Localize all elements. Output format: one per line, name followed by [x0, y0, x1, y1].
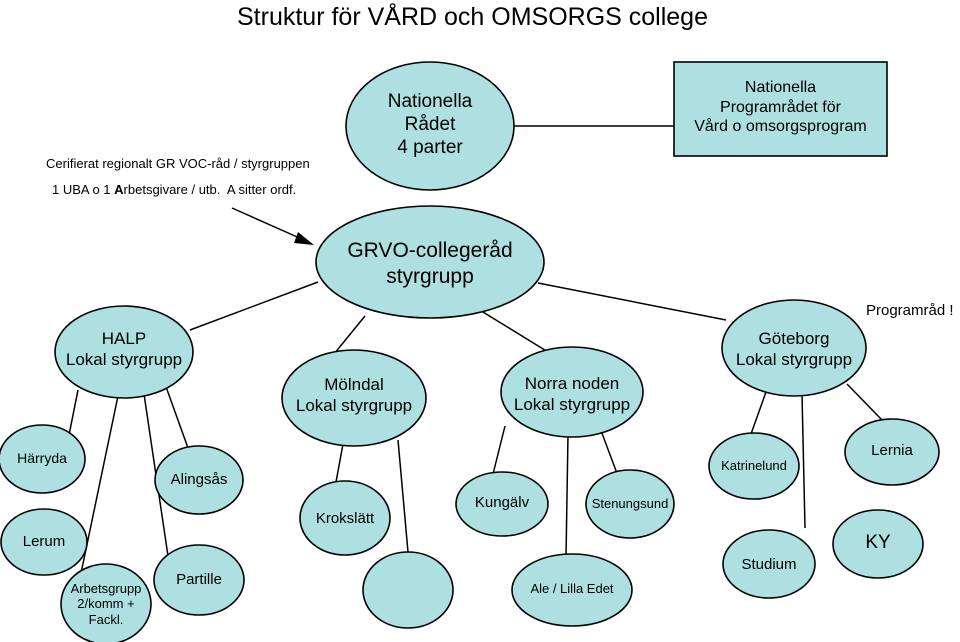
node-lernia: [844, 418, 940, 486]
node-grvo: [315, 205, 545, 319]
connector-lines: [67, 125, 883, 579]
node-programradet: [673, 61, 888, 157]
node-kungalv: [455, 471, 549, 537]
node-krokslatt: [299, 480, 391, 556]
label-studium: Studium: [741, 556, 797, 573]
arrow-line: [231, 207, 305, 241]
node-goteborg: [721, 299, 867, 397]
node-partille: [153, 544, 245, 616]
page-title: Struktur för VÅRD och OMSORGS college: [237, 3, 708, 31]
node-harryda: [0, 424, 86, 494]
line-halp-alingsas: [164, 383, 189, 449]
note-certified: Cerifierat regionalt GR VOC-råd / styrgr…: [46, 156, 310, 171]
line-grvo-goteborg: [537, 282, 727, 321]
line-goteborg-lernia: [846, 383, 883, 421]
line-norra-kungalv: [492, 425, 506, 475]
node-ky: [832, 509, 924, 579]
line-goteborg-katrinelund: [750, 391, 767, 435]
node-molndal: [281, 349, 427, 447]
node-alingsas: [154, 445, 244, 515]
node-nationella-radet: [345, 61, 515, 191]
line-grvo-halp: [189, 281, 319, 331]
line-molndal-empty: [397, 439, 409, 553]
label-ky: KY: [865, 532, 891, 553]
node-katrinelund: [708, 432, 800, 500]
note-uba: 1 UBA o 1 Arbetsgivare / utb. A sitter o…: [52, 182, 296, 197]
line-norra-stenungsund: [599, 427, 619, 477]
line-molndal-krokslatt: [335, 443, 344, 483]
label-krokslatt: Krokslätt: [315, 510, 375, 527]
label-alingsas: Alingsås: [170, 471, 228, 488]
note-uba-prefix: 1 UBA o 1: [52, 182, 115, 197]
label-lernia: Lernia: [871, 442, 913, 459]
node-ale: [511, 553, 633, 627]
line-grvo-molndal: [333, 315, 366, 355]
line-halp-harryda: [67, 389, 79, 441]
label-harryda: Härryda: [17, 450, 67, 466]
label-partille: Partille: [176, 571, 222, 588]
node-studium: [722, 529, 816, 599]
label-stenungsund: Stenungsund: [591, 496, 669, 511]
node-norra-noden: [500, 346, 644, 438]
node-stenungsund: [585, 469, 675, 539]
node-halp: [54, 305, 194, 399]
line-goteborg-studium: [801, 393, 806, 529]
node-lerum: [0, 508, 88, 576]
label-lerum: Lerum: [22, 533, 66, 550]
line-grvo-norra: [477, 308, 549, 353]
note-programrad: Programråd !: [866, 302, 954, 319]
label-ale: Ale / Lilla Edet: [530, 581, 614, 596]
arrow-head: [294, 232, 314, 245]
note-uba-suffix: rbetsgivare / utb. A sitter ordf.: [123, 182, 297, 197]
label-kungalv: Kungälv: [474, 494, 530, 511]
node-arbetsgrupp: [60, 563, 152, 642]
label-katrinelund: Katrinelund: [721, 458, 787, 473]
node-empty: [362, 551, 454, 629]
note-uba-bold: A: [114, 182, 124, 197]
line-norra-ale: [565, 433, 569, 559]
